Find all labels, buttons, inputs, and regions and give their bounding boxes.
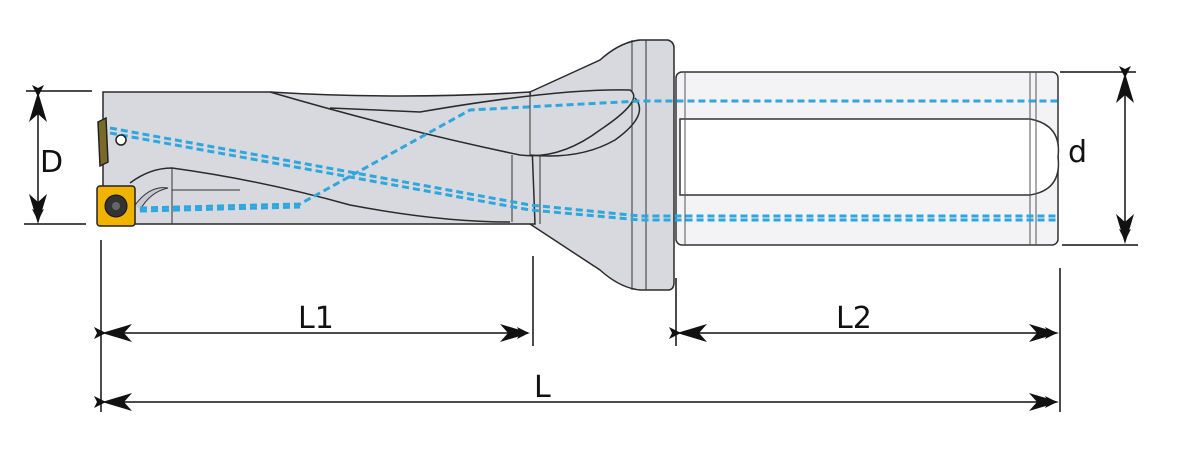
- label-L2: L2: [836, 301, 872, 336]
- label-d: d: [1068, 135, 1087, 170]
- outer-insert: [97, 116, 127, 168]
- coolant-channels: [109, 99, 1058, 222]
- dimension-lines: [24, 66, 1138, 412]
- center-insert: [96, 185, 136, 227]
- arrowheads: [29, 73, 1134, 411]
- shank: [675, 71, 1060, 246]
- label-L1: L1: [298, 301, 334, 336]
- flange: [529, 39, 675, 291]
- label-D: D: [40, 145, 63, 180]
- label-L: L: [534, 370, 551, 405]
